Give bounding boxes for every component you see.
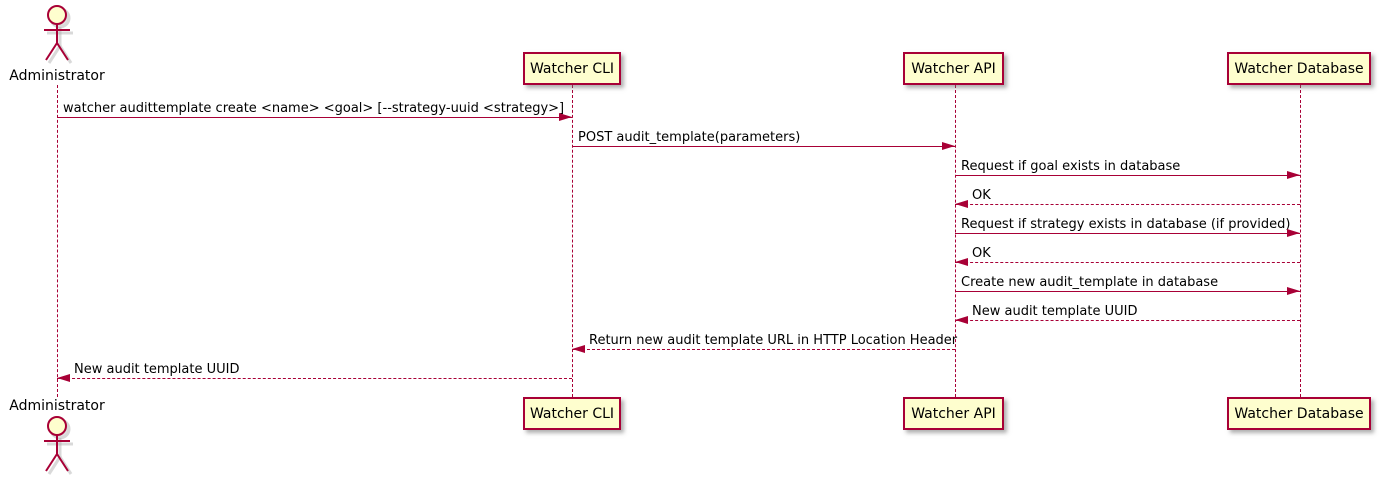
arrowhead-right-icon — [1287, 287, 1300, 295]
message-label: OK — [972, 188, 991, 203]
actor-figure-top-icon — [44, 5, 73, 64]
message-line — [572, 146, 955, 147]
message-label: watcher audittemplate create <name> <goa… — [63, 101, 565, 116]
arrowhead-left-icon — [955, 316, 968, 324]
message-9: Return new audit template URL in HTTP Lo… — [572, 333, 958, 353]
actor-label-bottom: Administrator — [9, 398, 105, 414]
message-line — [955, 204, 1300, 205]
message-line — [955, 291, 1300, 292]
message-2: POST audit_template(parameters) — [572, 130, 955, 150]
actor-label-top: Administrator — [9, 68, 105, 84]
message-line — [57, 117, 572, 118]
arrowhead-left-icon — [955, 200, 968, 208]
message-label: POST audit_template(parameters) — [578, 130, 801, 145]
message-label: New audit template UUID — [74, 362, 240, 377]
message-label: Return new audit template URL in HTTP Lo… — [589, 333, 958, 348]
message-label: OK — [972, 246, 991, 261]
participant-bottom-watcher-database: Watcher Database — [1227, 397, 1371, 430]
message-5: Request if strategy exists in database (… — [955, 217, 1300, 237]
arrowhead-left-icon — [572, 345, 585, 353]
message-label: Request if goal exists in database — [961, 159, 1181, 174]
message-line — [955, 233, 1300, 234]
arrowhead-right-icon — [1287, 229, 1300, 237]
lifeline-administrator — [57, 85, 58, 397]
participant-bottom-watcher-cli: Watcher CLI — [523, 397, 621, 430]
participant-top-watcher-database: Watcher Database — [1227, 52, 1371, 85]
arrowhead-right-icon — [559, 113, 572, 121]
participant-top-watcher-api: Watcher API — [903, 52, 1004, 85]
message-line — [955, 320, 1300, 321]
message-line — [955, 175, 1300, 176]
message-6: OK — [955, 246, 1300, 266]
message-line — [955, 262, 1300, 263]
message-label: Request if strategy exists in database (… — [961, 217, 1291, 232]
message-1: watcher audittemplate create <name> <goa… — [57, 101, 572, 121]
lifeline-watcher-database — [1300, 85, 1301, 397]
arrowhead-left-icon — [955, 258, 968, 266]
actor-figure-bottom-icon — [44, 416, 73, 475]
message-line — [57, 378, 572, 379]
message-3: Request if goal exists in database — [955, 159, 1300, 179]
arrowhead-left-icon — [57, 374, 70, 382]
arrowhead-right-icon — [942, 142, 955, 150]
message-label: New audit template UUID — [972, 304, 1138, 319]
message-label: Create new audit_template in database — [961, 275, 1219, 290]
lifeline-watcher-api — [955, 85, 956, 397]
message-line — [572, 349, 955, 350]
lifeline-watcher-cli — [572, 85, 573, 397]
message-8: New audit template UUID — [955, 304, 1300, 324]
message-10: New audit template UUID — [57, 362, 572, 382]
arrowhead-right-icon — [1287, 171, 1300, 179]
participant-bottom-watcher-api: Watcher API — [903, 397, 1004, 430]
message-7: Create new audit_template in database — [955, 275, 1300, 295]
participant-top-watcher-cli: Watcher CLI — [523, 52, 621, 85]
message-4: OK — [955, 188, 1300, 208]
